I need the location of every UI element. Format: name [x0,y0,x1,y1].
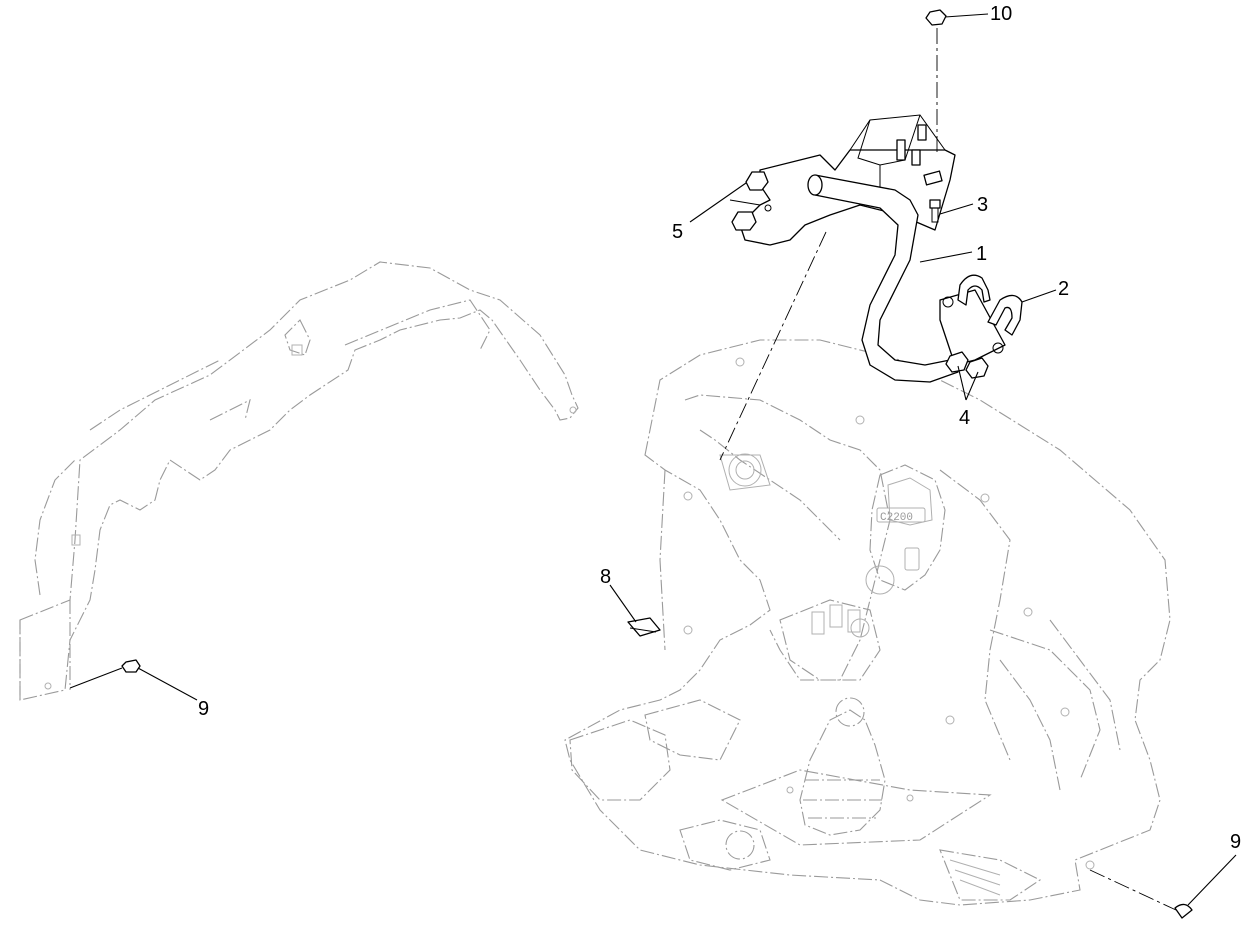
callout-3: 3 [939,194,988,216]
callout-1-label: 1 [976,243,987,265]
nuts-part-4 [945,351,989,379]
u-bolts [957,274,1023,336]
callout-1: 1 [919,243,987,265]
callout-10: 10 [944,3,1012,25]
latch-part-8 [627,617,661,637]
callout-8: 8 [600,566,637,623]
assembly-centerline [719,231,827,461]
callout-4: 4 [957,365,979,429]
callout-4-label: 4 [959,407,970,429]
left-cover-ghost [19,261,579,701]
bolt-part-3 [929,199,941,223]
grab-handle-assembly [729,114,1006,383]
callout-9-left: 9 [137,667,209,720]
callout-9-right: 9 [1187,831,1241,906]
callout-9-right-label: 9 [1230,831,1241,853]
fastener-part-9-left [69,659,141,689]
display-readout: C2200 [880,512,913,524]
callout-5: 5 [672,182,747,243]
callout-8-label: 8 [600,566,611,588]
callout-9-left-label: 9 [198,698,209,720]
callout-2: 2 [1021,278,1069,303]
console-ghost: C2200 [564,339,1171,906]
callout-3-label: 3 [977,194,988,216]
callout-2-label: 2 [1058,278,1069,300]
fastener-part-9-right [1089,869,1193,919]
callout-10-label: 10 [990,3,1012,25]
nut-part-10 [925,9,947,152]
callout-5-label: 5 [672,221,683,243]
